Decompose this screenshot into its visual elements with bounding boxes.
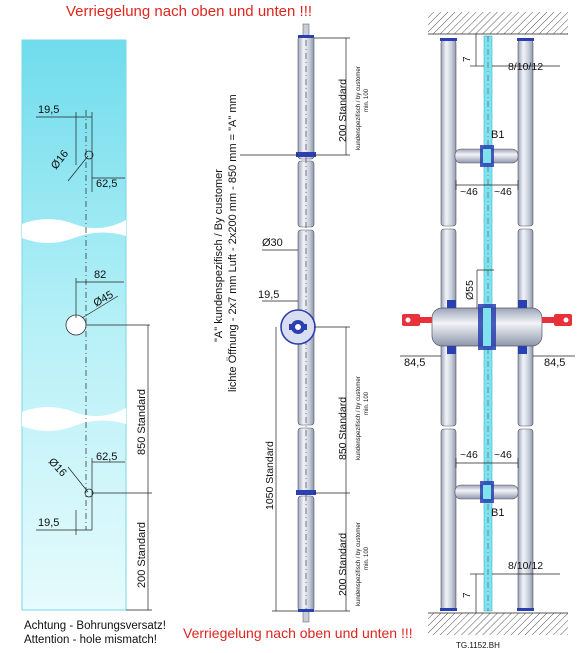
door-dim-right-46-top: ~46 <box>494 186 512 198</box>
dim-bottom-offset: 19,5 <box>38 517 59 529</box>
door-assembly: 7 8/10/12 B1 ~46 ~46 Ø55 84,5 84,5 ~46 ~… <box>400 12 575 635</box>
right-key-icon <box>542 314 572 326</box>
rod-note-top-min: min. 100 <box>364 88 370 112</box>
door-dim-gap-top: 7 <box>462 56 473 62</box>
warning-line-1: Achtung - Bohrungsversatz! <box>24 620 166 632</box>
door-dim-left-46-top: ~46 <box>460 186 478 198</box>
door-dim-left-46-bottom: ~46 <box>460 449 478 461</box>
rod-annotation-line-1: "A" kundenspezifisch / By customer <box>213 169 225 342</box>
door-dim-right-84-5: 84,5 <box>544 357 565 369</box>
door-dim-lock-dia: Ø55 <box>464 280 476 300</box>
dim-top-hole-x: 62,5 <box>96 178 117 190</box>
dim-bottom-hole-x: 62,5 <box>96 451 117 463</box>
lock-rod: 200 Standard kundenspezifisch / by custo… <box>213 23 370 623</box>
rod-dim-std-1050: 1050 Standard <box>264 441 276 510</box>
dim-std-200: 200 Standard <box>136 522 148 588</box>
bottom-title: Verriegelung nach oben und unten !!! <box>183 625 413 641</box>
rod-annotation-line-2: lichte Öffnung - 2x7 mm Luft - 2x200 mm … <box>227 94 239 392</box>
door-dim-glass-bottom: 8/10/12 <box>508 560 543 572</box>
rod-dim-std-200-top: 200 Standard <box>337 79 349 142</box>
door-dim-left-84-5: 84,5 <box>404 357 425 369</box>
rod-note-top: kundenspezifisch / by customer <box>356 66 362 150</box>
door-label-b1-bottom: B1 <box>491 507 504 519</box>
door-dim-gap-bottom: 7 <box>462 592 473 598</box>
top-title: Verriegelung nach oben und unten !!! <box>66 3 313 20</box>
rod-dim-offset: 19,5 <box>258 289 279 301</box>
rod-note-bottom: kundenspezifisch / by customer <box>356 522 362 606</box>
dim-std-850: 850 Standard <box>136 389 148 455</box>
door-dim-right-46-bottom: ~46 <box>494 449 512 461</box>
dim-top-offset: 19,5 <box>38 104 59 116</box>
drawing-reference: TG.1152.BH <box>456 641 500 650</box>
rod-dim-std-850: 850 Standard <box>337 397 349 460</box>
rod-note-mid-min: min. 100 <box>364 391 370 415</box>
top-hole-circle <box>84 150 94 160</box>
door-label-b1-top: B1 <box>491 129 504 141</box>
rod-note-bottom-min: min. 100 <box>364 546 370 570</box>
rod-note-mid: kundenspezifisch / by customer <box>356 376 362 460</box>
rod-dim-dia-30: Ø30 <box>262 237 283 249</box>
dim-lock-x: 82 <box>94 269 106 281</box>
warning-line-2: Attention - hole mismatch! <box>24 634 157 646</box>
left-key-icon <box>402 314 432 326</box>
rod-dim-std-200-bottom: 200 Standard <box>337 533 349 596</box>
glass-panel: 19,5 Ø16 62,5 82 Ø45 62,5 Ø16 19,5 850 S… <box>21 39 152 611</box>
door-dim-glass-top: 8/10/12 <box>508 61 543 73</box>
